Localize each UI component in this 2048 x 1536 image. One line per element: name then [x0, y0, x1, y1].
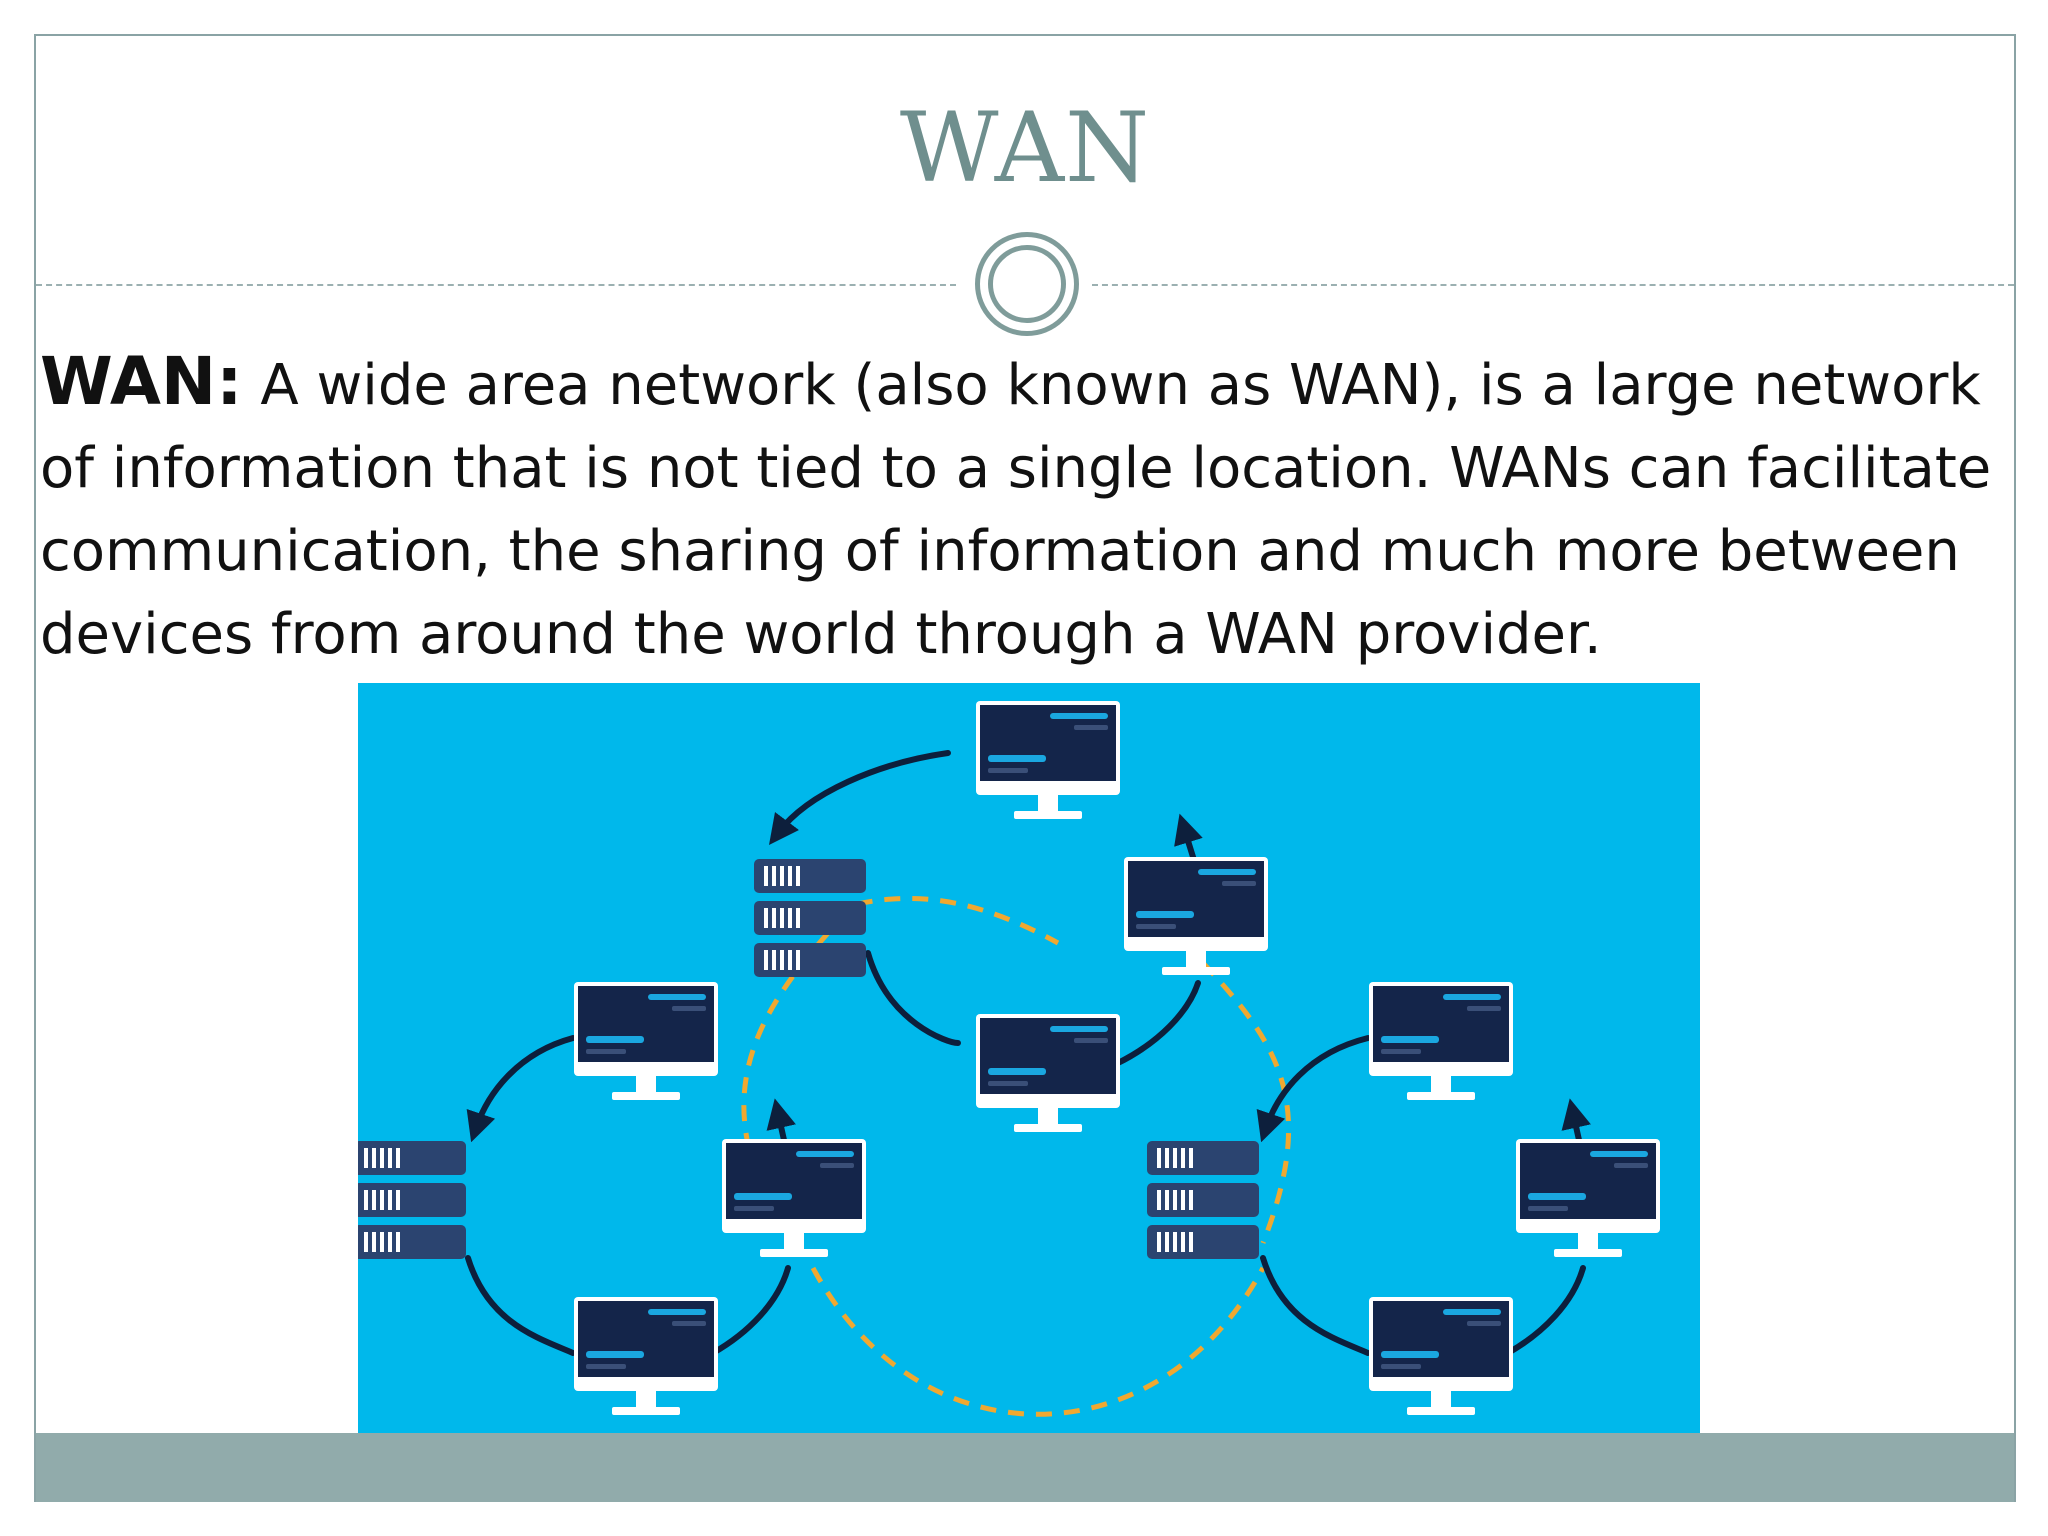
- server-rack-icon: [1147, 1141, 1259, 1259]
- slide-title: WAN: [899, 92, 1151, 204]
- server-rack-icon: [358, 1141, 466, 1259]
- body-term: WAN:: [40, 343, 243, 420]
- body-paragraph: WAN: A wide area network (also known as …: [40, 340, 2000, 676]
- footer-bar: [34, 1433, 2016, 1502]
- body-definition: A wide area network (also known as WAN),…: [40, 353, 1992, 667]
- title-divider-left: [36, 284, 956, 286]
- title-divider-right: [1092, 284, 2014, 286]
- circle-ornament-icon: [975, 232, 1079, 336]
- server-rack-icon: [754, 859, 866, 977]
- wan-network-illustration: [358, 683, 1700, 1437]
